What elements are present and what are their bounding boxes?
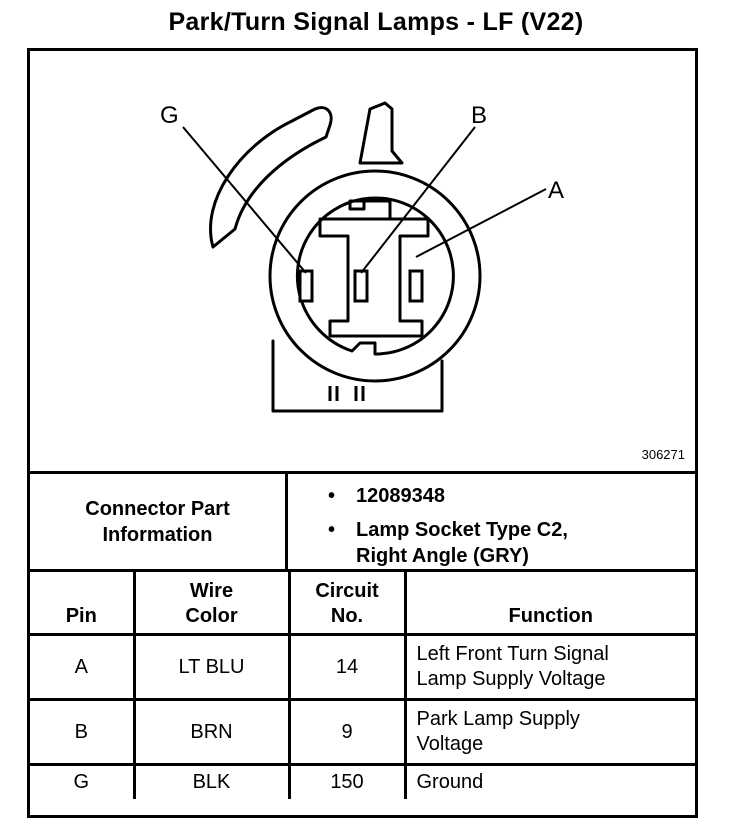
key-tab [358,101,404,165]
connector-info-list: • 12089348 • Lamp Socket Type C2, Right … [288,474,695,569]
header-wire-color: Wire Color [132,569,291,636]
table-row: B BRN 9 Park Lamp Supply Voltage [30,698,695,766]
header-function: Function [403,569,695,636]
header-pin: Pin [30,569,136,636]
connector-info-label: Connector Part Information [30,474,288,569]
header-circuit-no: Circuit No. [287,569,407,636]
connector-frame: G B A 306271 Connector Part Information … [27,48,698,818]
cell-circuit: 150 [287,763,407,799]
table-header-row: Pin Wire Color Circuit No. Function [30,569,695,636]
pin-label-b: B [471,102,487,129]
socket-base [271,339,444,413]
cell-circuit: 9 [287,698,407,766]
cell-function: Park Lamp Supply Voltage [403,698,695,766]
leader-line-a [415,188,547,258]
connector-item-socket-type: • Lamp Socket Type C2, Right Angle (GRY) [328,517,695,569]
cell-circuit: 14 [287,633,407,701]
figure-number: 306271 [641,447,685,462]
connector-label-line1: Connector Part [85,497,230,520]
connector-label-line2: Information [102,523,213,546]
connector-info-section: Connector Part Information • 12089348 • … [30,471,695,569]
part-number: 12089348 [356,485,445,507]
bullet-icon: • [328,519,336,541]
cell-pin: B [30,698,136,766]
leader-line-b [360,126,476,274]
terminal-housing [318,217,430,338]
cell-function: Left Front Turn Signal Lamp Supply Volta… [403,633,695,701]
connector-illustration: G B A [160,101,564,413]
cell-pin: A [30,633,136,701]
connector-item-part-number: • 12089348 [328,483,695,509]
cell-wire-color: BLK [132,763,291,799]
cell-function: Ground [403,763,695,799]
terminal-b [353,269,369,303]
page-title: Park/Turn Signal Lamps - LF (V22) [168,8,584,36]
socket-outer-ring [268,169,482,383]
table-row: A LT BLU 14 Left Front Turn Signal Lamp … [30,633,695,701]
terminal-g [298,269,314,303]
connector-diagram: G B A 306271 [30,51,695,471]
terminal-a [408,269,424,303]
table-row: G BLK 150 Ground [30,763,695,799]
socket-type-line1: Lamp Socket Type C2, [356,519,568,541]
latch-arm [209,106,333,249]
cell-wire-color: BRN [132,698,291,766]
cell-wire-color: LT BLU [132,633,291,701]
socket-type-line2: Right Angle (GRY) [356,545,529,567]
leader-line-g [182,126,307,274]
pin-label-a: A [548,177,564,204]
pin-table: Pin Wire Color Circuit No. Function A LT… [30,569,695,799]
cell-pin: G [30,763,136,799]
pin-label-g: G [160,102,179,129]
bullet-icon: • [328,485,336,507]
